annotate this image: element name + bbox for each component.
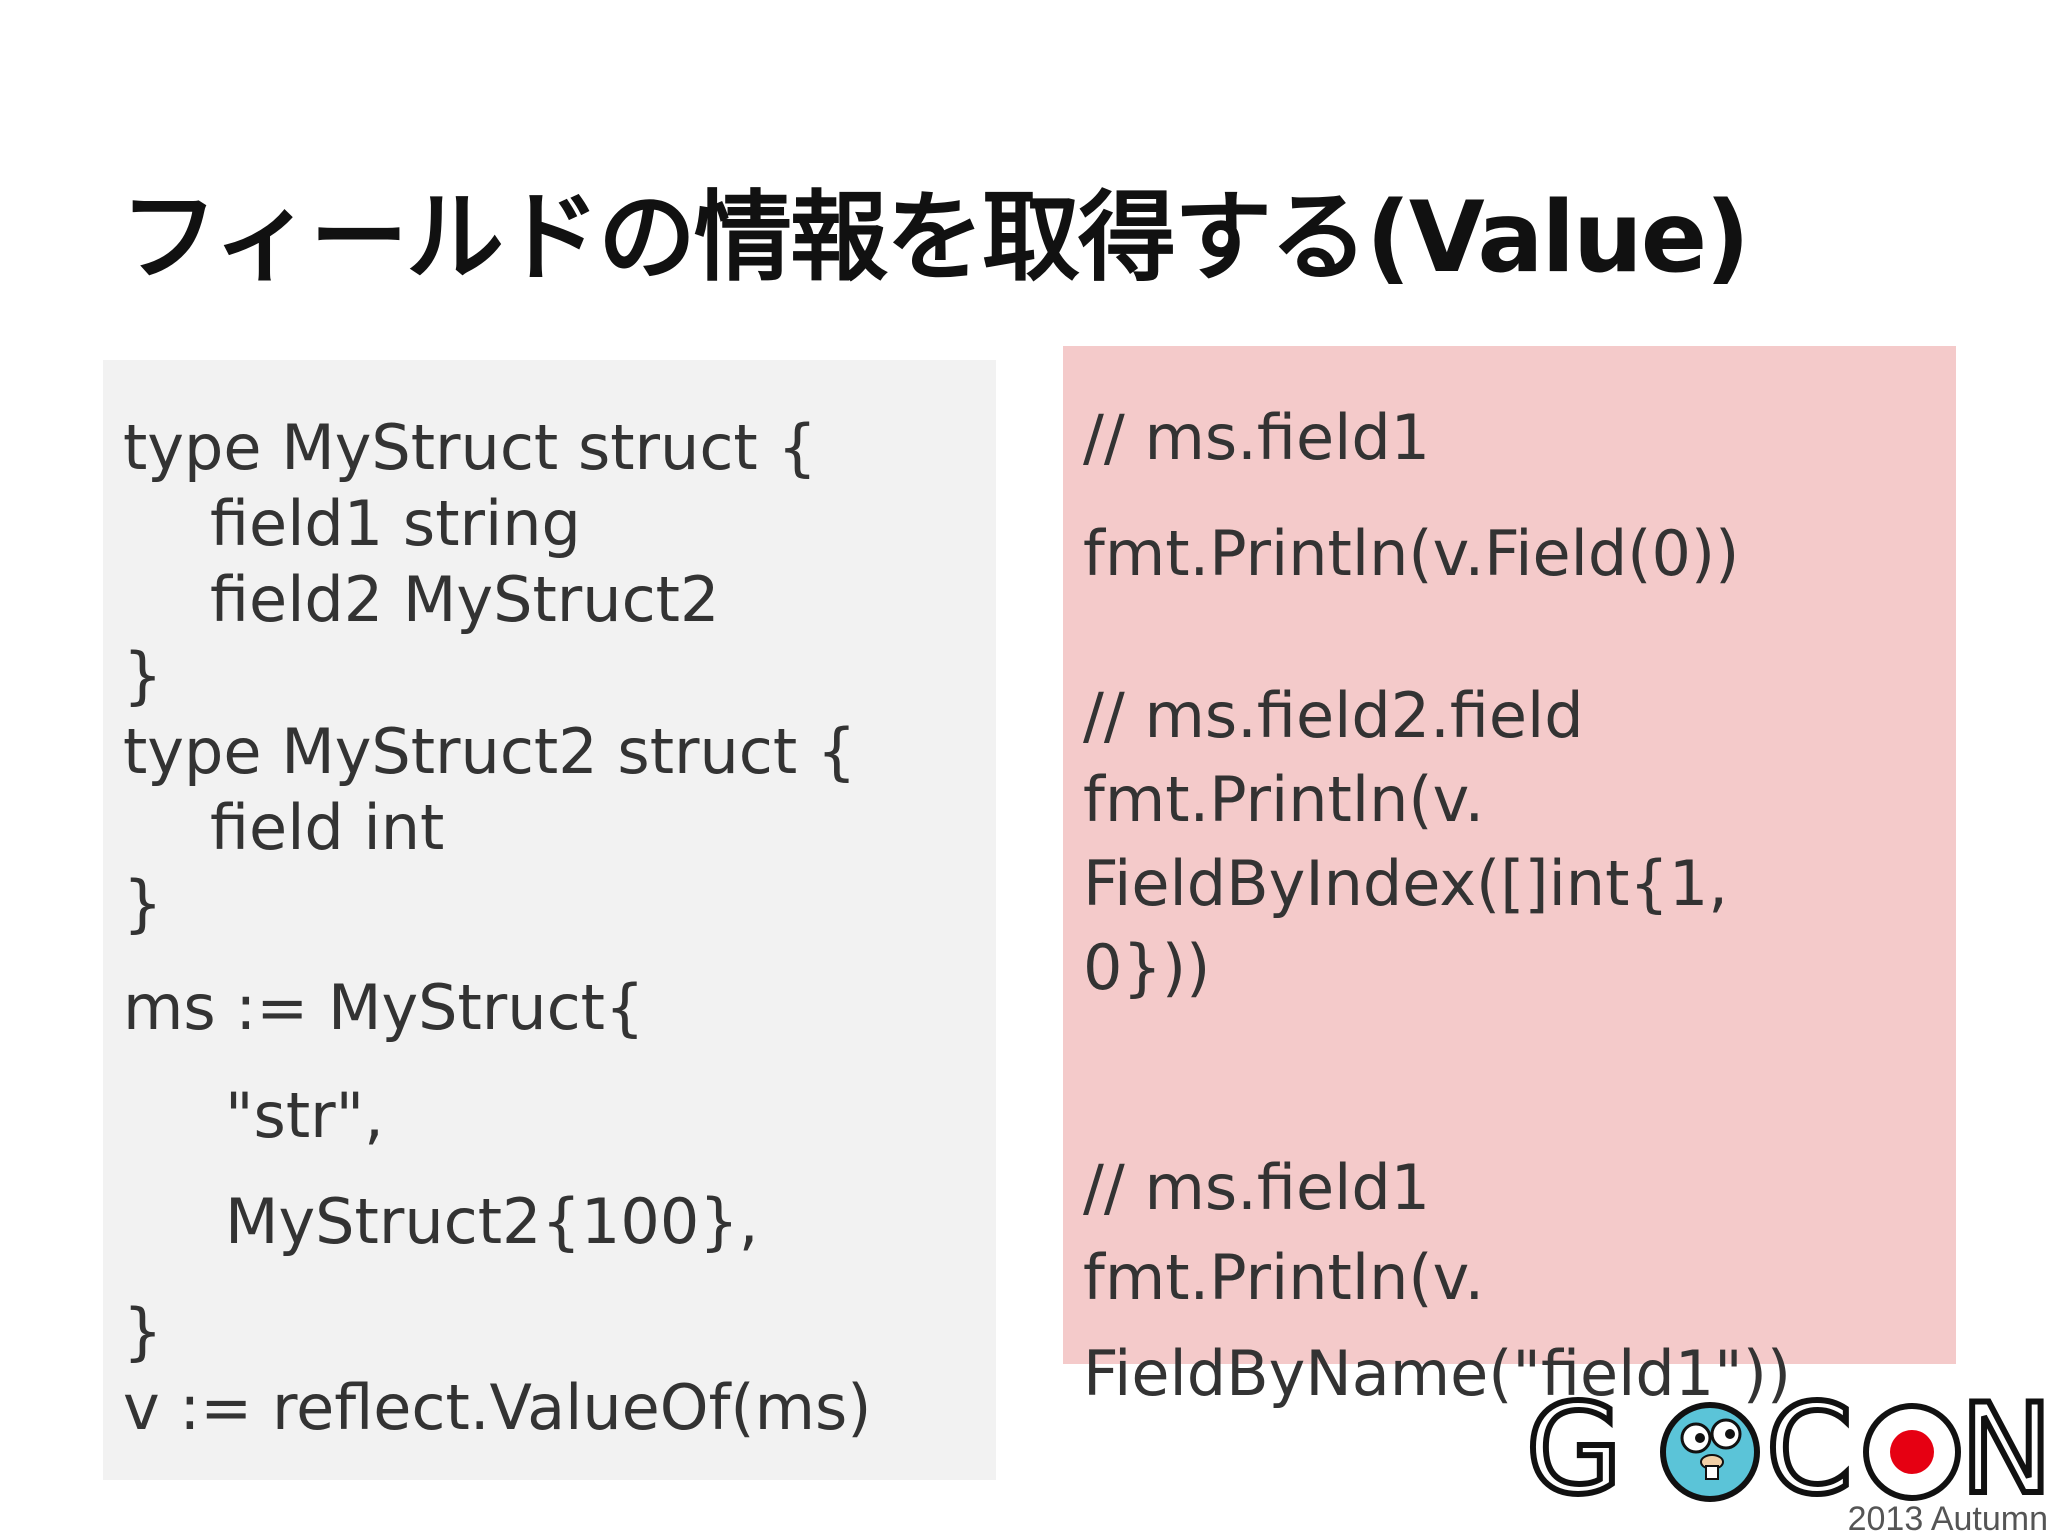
code-line: type MyStruct struct { xyxy=(123,411,817,484)
code-line: field1 string xyxy=(210,487,581,560)
slide-title: フィールドの情報を取得する(Value) xyxy=(120,181,1750,295)
logo-letter-c: C xyxy=(1766,1390,1853,1502)
gocon-logo: G C N xyxy=(1520,1390,2048,1536)
logo-caption: 2013 Autumn xyxy=(1847,1500,2048,1538)
code-line: FieldByName("field1")) xyxy=(1083,1337,1792,1410)
struct-definition-code-box xyxy=(103,360,996,1480)
code-line: ms := MyStruct{ xyxy=(123,971,645,1044)
code-comment: // ms.field1 xyxy=(1083,401,1431,474)
logo-letter-g: G xyxy=(1526,1390,1622,1502)
code-line: FieldByIndex([]int{1, xyxy=(1083,847,1729,920)
gocon-wordmark: G C N xyxy=(1523,1390,2048,1502)
code-line: type MyStruct2 struct { xyxy=(123,715,857,788)
code-line: } xyxy=(123,639,163,712)
field-access-code-box xyxy=(1063,346,1956,1364)
code-line: } xyxy=(123,867,163,940)
code-line: fmt.Println(v. xyxy=(1083,763,1485,836)
code-comment: // ms.field1 xyxy=(1083,1151,1431,1224)
code-line: 0})) xyxy=(1083,931,1211,1004)
code-line: field int xyxy=(210,791,445,864)
code-comment: // ms.field2.field xyxy=(1083,679,1584,752)
logo-letter-n: N xyxy=(1960,1390,2048,1502)
code-line: fmt.Println(v.Field(0)) xyxy=(1083,517,1740,590)
code-line: field2 MyStruct2 xyxy=(210,563,720,636)
code-line: v := reflect.ValueOf(ms) xyxy=(123,1371,872,1444)
gopher-mascot-icon xyxy=(1660,1402,1760,1502)
code-line: MyStruct2{100}, xyxy=(225,1185,759,1258)
red-dot-o-icon xyxy=(1863,1403,1961,1501)
code-line: fmt.Println(v. xyxy=(1083,1241,1485,1314)
code-line: "str", xyxy=(225,1079,384,1152)
code-line: } xyxy=(123,1295,163,1368)
